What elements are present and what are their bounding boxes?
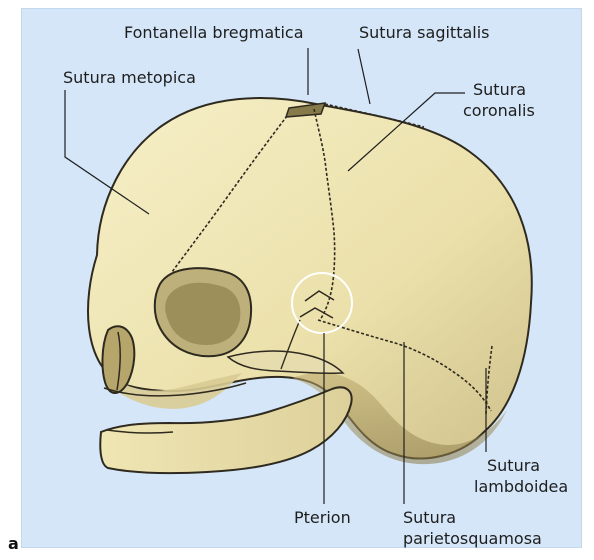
label-sutura-coronalis-line2: coronalis <box>463 101 535 120</box>
label-sutura-lambdoidea-line2: lambdoidea <box>474 477 568 496</box>
label-fontanella-bregmatica: Fontanella bregmatica <box>124 23 304 42</box>
label-sutura-parietosquamosa-line1: Sutura <box>403 508 456 527</box>
label-pterion: Pterion <box>294 508 351 527</box>
leader-sagittal <box>358 49 370 104</box>
label-sutura-lambdoidea-line1: Sutura <box>487 456 540 475</box>
label-sutura-metopica: Sutura metopica <box>63 68 196 87</box>
label-sutura-coronalis-line1: Sutura <box>473 80 526 99</box>
label-sutura-parietosquamosa-line2: parietosquamosa <box>403 529 542 548</box>
plate-letter: a <box>8 534 19 553</box>
label-sutura-sagittalis: Sutura sagittalis <box>359 23 490 42</box>
